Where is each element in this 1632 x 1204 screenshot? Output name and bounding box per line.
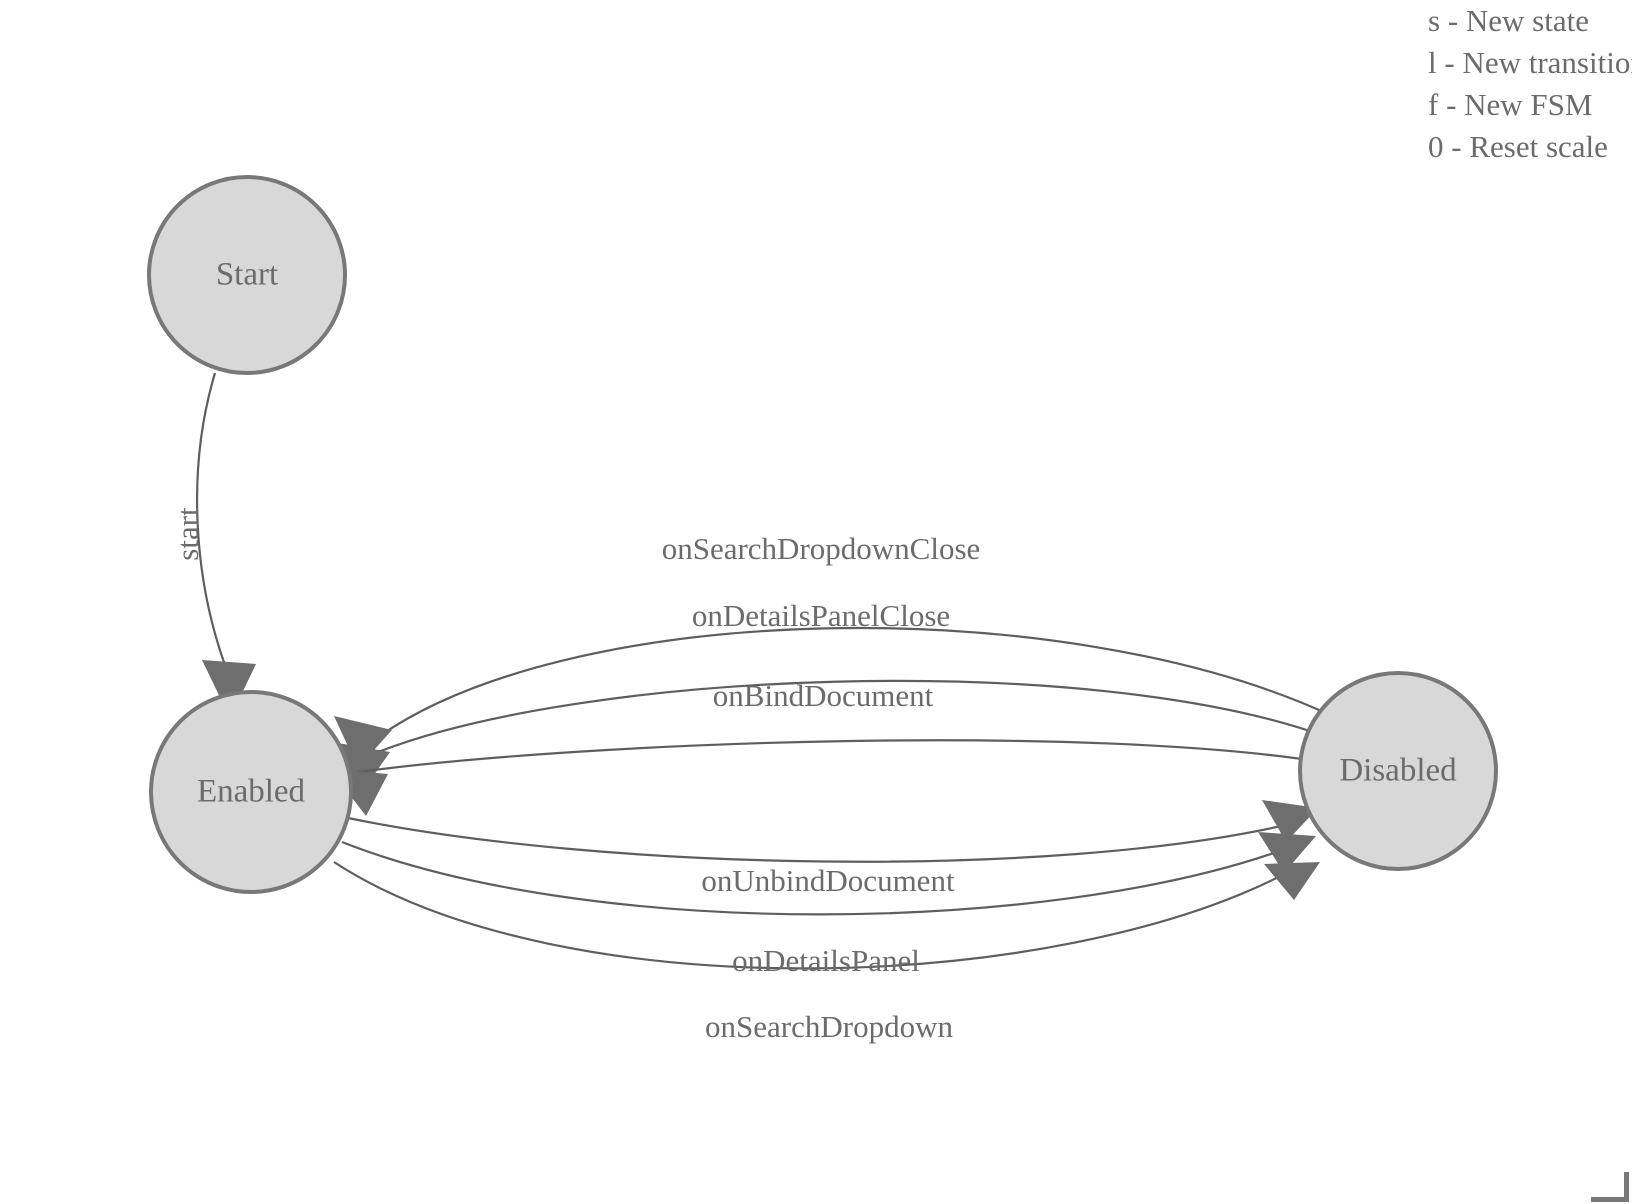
resize-handle-vertical-bar xyxy=(1624,1172,1629,1202)
transition-start[interactable] xyxy=(196,372,256,718)
transition-label-on-details-panel: onDetailsPanel xyxy=(732,943,920,978)
transition-path xyxy=(196,372,228,669)
transition-on-unbind-document[interactable] xyxy=(347,800,1318,863)
transition-label-on-bind-document: onBindDocument xyxy=(713,678,934,713)
transition-path xyxy=(369,626,1331,744)
transition-on-details-panel-close[interactable] xyxy=(332,679,1328,792)
resize-handle[interactable] xyxy=(1591,1172,1632,1204)
transition-label-on-details-panel-close: onDetailsPanelClose xyxy=(692,598,950,633)
node-start-circle[interactable] xyxy=(147,175,347,375)
arrowhead-icon xyxy=(1258,832,1316,873)
transition-label-on-search-dropdown-close: onSearchDropdownClose xyxy=(662,531,981,566)
node-start[interactable]: Start xyxy=(147,175,347,375)
resize-handle-horizontal-bar xyxy=(1591,1197,1629,1202)
transition-path xyxy=(357,739,1323,774)
transition-label-on-unbind-document: onUnbindDocument xyxy=(701,863,955,898)
node-disabled[interactable]: Disabled xyxy=(1298,671,1498,871)
arrowhead-icon xyxy=(332,742,390,792)
transition-path xyxy=(341,840,1289,916)
arrowhead-icon xyxy=(202,660,256,718)
transition-on-search-dropdown[interactable] xyxy=(333,861,1320,970)
node-enabled-circle[interactable] xyxy=(149,690,353,894)
node-enabled-label: Enabled xyxy=(197,774,306,810)
transition-label-start: start xyxy=(170,507,205,561)
transition-path xyxy=(365,679,1328,759)
transition-label-on-search-dropdown: onSearchDropdown xyxy=(705,1009,953,1044)
arrowhead-icon xyxy=(334,716,392,768)
arrowhead-icon xyxy=(1264,862,1320,900)
transition-on-bind-document[interactable] xyxy=(330,739,1323,816)
node-enabled[interactable]: Enabled xyxy=(149,690,353,894)
transition-on-details-panel[interactable] xyxy=(341,832,1316,916)
transition-on-search-dropdown-close[interactable] xyxy=(334,626,1331,768)
node-disabled-label: Disabled xyxy=(1339,753,1457,789)
transition-path xyxy=(333,861,1293,970)
node-start-label: Start xyxy=(216,257,278,293)
node-disabled-circle[interactable] xyxy=(1298,671,1498,871)
arrowhead-icon xyxy=(1262,800,1318,842)
transition-path xyxy=(347,816,1291,863)
